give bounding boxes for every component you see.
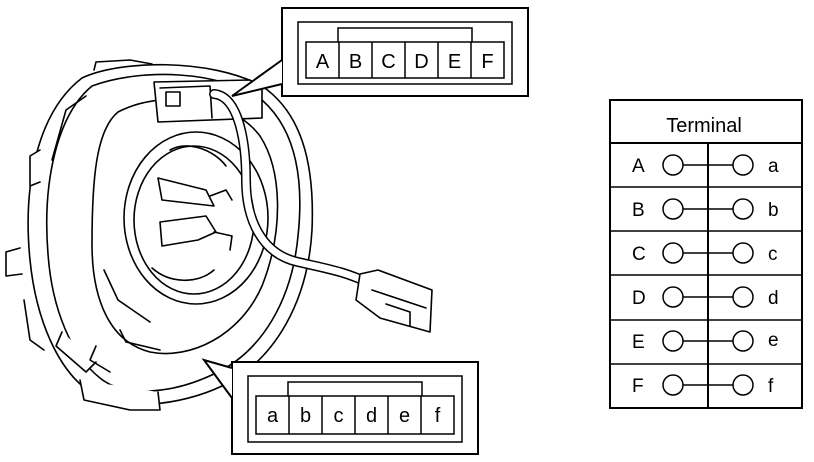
terminal-right-label: b xyxy=(768,200,779,221)
lower-connector-callout xyxy=(201,358,479,455)
terminal-right-label: d xyxy=(768,288,779,309)
upper-connector-callout xyxy=(231,7,529,97)
terminal-left-circle xyxy=(662,374,684,396)
terminal-row: D d xyxy=(632,286,779,309)
terminal-table-rows: A a B b C c D d xyxy=(632,154,779,397)
lower-pin-label: b xyxy=(300,405,311,427)
terminal-left-label: C xyxy=(632,244,646,265)
upper-pin-label: F xyxy=(481,51,493,73)
terminal-row: A a xyxy=(632,154,779,177)
terminal-right-label: e xyxy=(768,330,779,351)
lower-connector-pin-labels: a b c d e f xyxy=(267,405,441,427)
terminal-right-circle xyxy=(732,330,754,352)
terminal-row: E e xyxy=(632,330,779,353)
terminal-left-circle xyxy=(662,198,684,220)
terminal-right-circle xyxy=(732,154,754,176)
terminal-right-circle xyxy=(732,286,754,308)
upper-pin-label: D xyxy=(414,51,428,73)
upper-pin-label: C xyxy=(381,51,395,73)
lower-pin-label: f xyxy=(435,405,441,427)
lower-pin-label: a xyxy=(267,405,279,427)
terminal-left-circle xyxy=(662,154,684,176)
terminal-left-label: B xyxy=(632,200,645,221)
terminal-left-label: E xyxy=(632,332,645,353)
terminal-row: F f xyxy=(632,374,774,397)
terminal-table xyxy=(609,99,803,409)
terminal-row: C c xyxy=(632,242,778,265)
terminal-left-label: A xyxy=(632,156,645,177)
spiral-cable-illustration xyxy=(5,59,433,411)
lower-pin-label: d xyxy=(366,405,377,427)
terminal-left-label: F xyxy=(632,376,644,397)
terminal-right-label: f xyxy=(768,376,774,397)
terminal-right-circle xyxy=(732,198,754,220)
upper-pin-label: E xyxy=(448,51,461,73)
terminal-right-label: c xyxy=(768,244,778,265)
terminal-left-circle xyxy=(662,242,684,264)
lower-pin-label: c xyxy=(334,405,344,427)
upper-pin-label: B xyxy=(349,51,362,73)
terminal-left-circle xyxy=(662,330,684,352)
upper-connector-pin-labels: A B C D E F xyxy=(316,51,494,73)
lower-pin-label: e xyxy=(399,405,410,427)
terminal-right-circle xyxy=(732,374,754,396)
terminal-table-header: Terminal xyxy=(666,115,742,137)
terminal-left-circle xyxy=(662,286,684,308)
upper-pin-label: A xyxy=(316,51,330,73)
terminal-left-label: D xyxy=(632,288,646,309)
terminal-row: B b xyxy=(632,198,779,221)
terminal-right-circle xyxy=(732,242,754,264)
terminal-right-label: a xyxy=(768,156,779,177)
